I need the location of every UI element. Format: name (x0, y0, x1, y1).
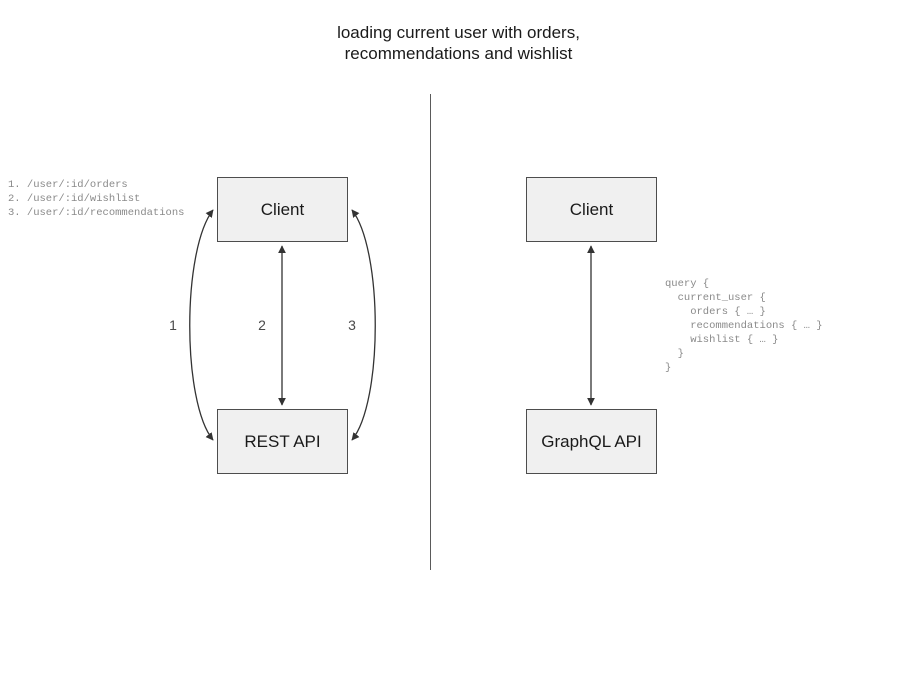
diagram-title: loading current user with orders, recomm… (337, 23, 580, 63)
node-graphql-api[interactable]: GraphQL API (526, 409, 657, 474)
node-rest-api[interactable]: REST API (217, 409, 348, 474)
vertical-divider (430, 94, 431, 570)
edge-1-curve (189, 209, 214, 441)
graphql-query-annotation: query { current_user { orders { … } reco… (665, 278, 823, 374)
rest-endpoints-annotation: 1. /user/:id/orders 2. /user/:id/wishlis… (8, 179, 185, 219)
edge-label-2: 2 (258, 317, 266, 333)
node-client-graphql[interactable]: Client (526, 177, 657, 242)
edge-label-3: 3 (348, 317, 356, 333)
edge-label-1: 1 (169, 317, 177, 333)
node-client-rest[interactable]: Client (217, 177, 348, 242)
